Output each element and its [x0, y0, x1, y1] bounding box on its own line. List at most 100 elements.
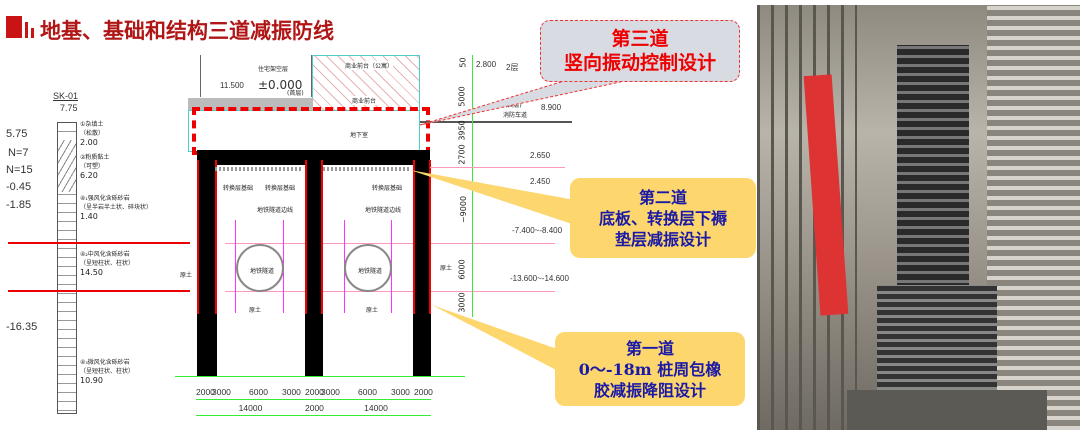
upper-wall-lines [200, 55, 312, 97]
tunnel-band-line [8, 290, 190, 292]
dim: 2000 [196, 387, 215, 397]
layer-name: 粉质黏土 [85, 154, 110, 161]
tunnel-edge-label: 地铁隧道边线 [365, 207, 402, 214]
elevation: 2.800 [476, 60, 497, 69]
dim: 14000 [238, 403, 263, 413]
subway-tunnel-right [344, 244, 392, 292]
layer-4: ④₂中风化含砾砂岩（呈短柱状、柱状）14.50 [80, 250, 134, 278]
layer-2: ②粉质黏土（可塑）6.20 [80, 153, 109, 181]
tunnel-band-line [225, 291, 555, 292]
vert-dim: 3000 [457, 292, 467, 313]
dim: 3000 [212, 387, 231, 397]
callout-text: 0～-18m 桩周包橡 [578, 359, 722, 379]
callout-title: 第一道 [625, 338, 674, 358]
tunnel-edge-line [235, 220, 236, 313]
soil-label: 原土 [249, 307, 262, 314]
photo-shake-table [847, 390, 1047, 430]
callout-text: 底板、转换层下褥 [598, 208, 727, 228]
elevation: -13.600~-14.600 [510, 274, 569, 283]
layer-num: ④₃ [80, 359, 88, 366]
page-title: 地基、基础和结构三道减振防线 [40, 19, 334, 43]
pile-lower-mid [305, 314, 323, 377]
pile-lower-left [197, 314, 217, 377]
borehole-column [57, 122, 77, 414]
dims-row-1: 2000 3000 6000 3000 2000 3000 6000 3000 … [196, 387, 433, 397]
callout-title: 第二道 [638, 187, 687, 207]
callout-second-line: 第二道 底板、转换层下褥 垫层减振设计 [570, 178, 756, 258]
title-bar [25, 22, 28, 38]
pile-lower-right [413, 314, 431, 377]
photo-scaffold [757, 5, 857, 430]
floor-label: 消防车道 [503, 112, 528, 119]
dim: 14000 [364, 403, 388, 413]
layer-5: ④₃微风化含砾砂岩（呈短柱状、柱状）10.90 [80, 358, 134, 386]
left-label: N=15 [6, 164, 33, 176]
dim: 6000 [358, 387, 377, 397]
basement-label: 地下室 [350, 132, 369, 139]
soil-label: 原土 [366, 307, 379, 314]
elevation-line [430, 167, 565, 168]
dim-line [196, 415, 431, 416]
shake-table-model-photo [757, 5, 1080, 430]
vertical-dimension-line [472, 55, 473, 317]
layer-thick: 1.40 [80, 212, 98, 221]
floor-label: 住宅架空层 [258, 66, 289, 73]
floor-label: (首层) [505, 102, 522, 109]
ground-line [420, 121, 572, 123]
layer-num: ④₂ [80, 251, 88, 258]
dim-line [196, 399, 431, 400]
dim: 3000 [321, 387, 340, 397]
soil-label: 原土 [440, 265, 453, 272]
vert-dim: 2700 [457, 144, 467, 165]
elevation: 2.650 [530, 151, 551, 160]
base-line [175, 376, 465, 377]
dim: 6000 [249, 387, 268, 397]
borehole-id: SK-01 [53, 91, 79, 101]
third-line-dashed-box [192, 107, 430, 155]
floor-label: ±0.000 [258, 78, 303, 92]
layer-state: （可塑） [80, 163, 105, 170]
dim: 2000 [305, 387, 324, 397]
layer-thick: 10.90 [80, 376, 103, 385]
borehole-fill-layer [58, 140, 76, 192]
dim: 2000 [414, 387, 433, 397]
callout-text: 竖向振动控制设计 [563, 52, 716, 74]
elevation: -7.400~-8.400 [512, 226, 563, 235]
dims-row-2: 14000 2000 14000 [196, 403, 431, 413]
layer-thick: 14.50 [80, 268, 103, 277]
tunnel-band-line [225, 243, 555, 244]
layer-state: （呈短柱状、柱状） [80, 368, 135, 375]
floor-label: 2层 [506, 63, 519, 72]
soil-label: 原土 [180, 272, 193, 279]
callout-title: 第三道 [611, 28, 669, 50]
transfer-label: 转换层基础 [223, 185, 254, 192]
pointer-second [410, 170, 575, 225]
left-label: -16.35 [6, 321, 38, 333]
layer-num: ① [80, 121, 86, 128]
photo-tower-model [897, 45, 969, 325]
elevation: 11.500 [220, 81, 244, 90]
floor-label: 商业前台（公寓） [345, 61, 394, 70]
tunnel-band-line [8, 242, 190, 244]
dim: 3000 [282, 387, 301, 397]
layer-name: 杂填土 [85, 121, 104, 128]
callout-text: 胶减振降阻设计 [593, 380, 706, 400]
subway-tunnel-left [236, 244, 284, 292]
title-bar [31, 28, 34, 38]
layer-thick: 2.00 [80, 138, 98, 147]
tunnel-label: 地铁隧道 [358, 268, 383, 275]
photo-podium-model [877, 285, 997, 395]
vert-dim: 6000 [457, 259, 467, 280]
layer-name: 强风化含砾砂岩 [87, 195, 130, 202]
dim: 3000 [391, 387, 410, 397]
elevation: 2.450 [530, 177, 551, 186]
transfer-label: 转换层基础 [265, 185, 296, 192]
floor-label: (首层) [287, 90, 304, 97]
callout-third-line: 第三道 竖向振动控制设计 [540, 20, 740, 82]
cushion-layer [323, 167, 411, 171]
photo-background-rack [987, 5, 1080, 430]
elevation: 8.900 [541, 103, 562, 112]
borehole-top: 7.75 [60, 103, 78, 113]
left-label: N=7 [8, 147, 29, 159]
left-label: -0.45 [6, 181, 32, 193]
